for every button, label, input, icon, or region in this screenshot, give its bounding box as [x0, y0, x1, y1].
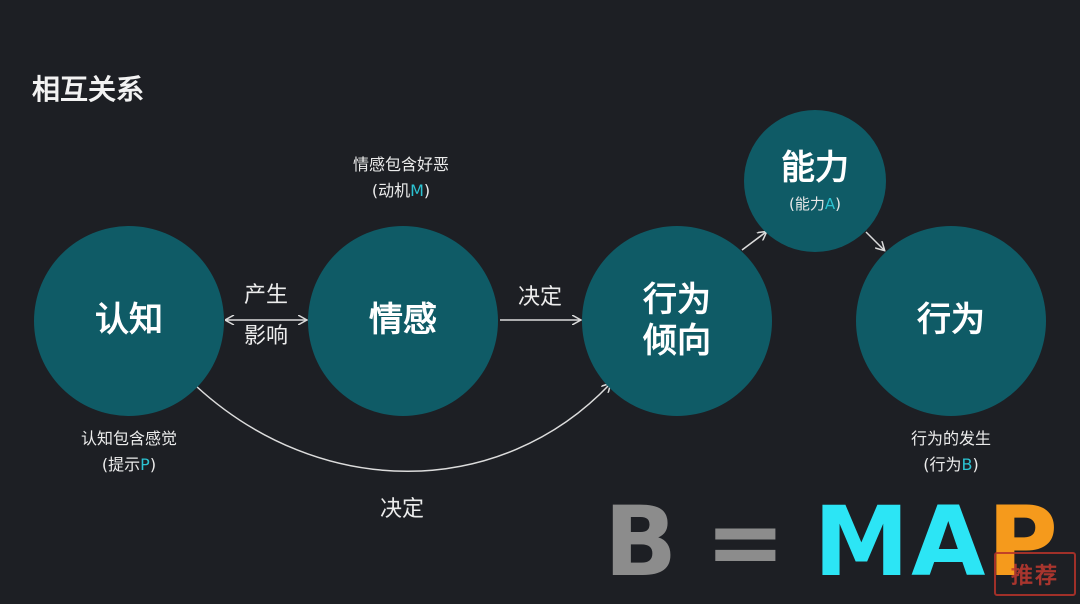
arrow-ability-behavior	[865, 231, 884, 250]
node-ability-sub: (能力A)	[789, 195, 841, 214]
node-emotion-label: 情感	[369, 300, 437, 341]
edge-label-decide-bottom: 决定	[379, 497, 424, 522]
cognition-annotation: 认知包含感觉 (提示P)	[54, 426, 204, 477]
formula-ma: MA	[813, 486, 988, 598]
node-behavior-tendency: 行为 倾向	[582, 226, 772, 416]
edge-label-produce: 产生	[243, 283, 288, 308]
edge-label-produce-influence: 产生 影响	[226, 276, 306, 357]
formula-bmap: B=MAP	[604, 486, 1060, 598]
formula-b: B	[604, 486, 680, 598]
node-behavior: 行为	[856, 226, 1046, 416]
seal-stamp: 推荐	[994, 552, 1076, 596]
emotion-annotation-line1: 情感包含好恶	[352, 155, 449, 174]
arrow-tendency-ability	[741, 232, 766, 251]
node-tendency-line2: 倾向	[643, 321, 711, 361]
node-ability: 能力 (能力A)	[744, 110, 886, 252]
cognition-annotation-line2: (提示P)	[101, 454, 157, 474]
page-title: 相互关系	[32, 73, 145, 106]
behavior-annotation-line2: (行为B)	[923, 454, 979, 474]
edge-label-influence: 影响	[243, 323, 288, 349]
formula-equals: =	[705, 486, 788, 598]
edge-label-decide-top: 决定	[517, 285, 562, 310]
behavior-annotation-line1: 行为的发生	[910, 429, 991, 448]
emotion-annotation-line2: (动机M)	[371, 180, 431, 200]
node-cognition-label: 认知	[95, 300, 163, 341]
node-ability-label: 能力	[781, 147, 849, 188]
node-tendency-line1: 行为	[643, 279, 711, 320]
formula-p: P	[987, 486, 1060, 598]
cognition-annotation-line1: 认知包含感觉	[80, 429, 177, 448]
emotion-annotation: 情感包含好恶 (动机M)	[326, 152, 476, 203]
node-cognition: 认知	[34, 226, 224, 416]
arrow-cognition-tendency	[195, 384, 610, 472]
behavior-annotation: 行为的发生 (行为B)	[876, 426, 1026, 477]
node-emotion: 情感	[308, 226, 498, 416]
node-behavior-label: 行为	[917, 300, 985, 341]
